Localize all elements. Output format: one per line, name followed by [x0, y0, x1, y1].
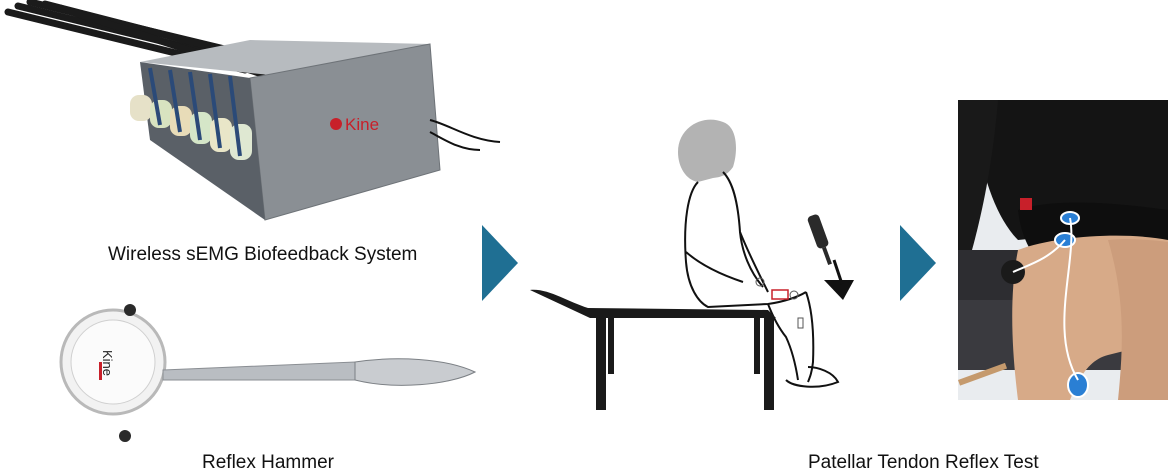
svg-text:Kine: Kine [100, 350, 115, 376]
flow-arrow-icon [482, 225, 518, 301]
reflex-test-illustration [530, 119, 854, 410]
svg-text:Kine: Kine [345, 115, 379, 134]
kine-logo-icon [330, 118, 342, 130]
emg-device-image: Kine [4, 0, 501, 221]
emg-system-caption: Wireless sEMG Biofeedback System [108, 244, 418, 265]
reflex-hammer-image: Kine [59, 304, 477, 442]
flow-arrow-icon [900, 225, 936, 301]
hammer-caption: Reflex Hammer [202, 452, 334, 473]
reflex-test-photo [958, 100, 1168, 400]
reflex-test-caption: Patellar Tendon Reflex Test [808, 452, 1039, 473]
